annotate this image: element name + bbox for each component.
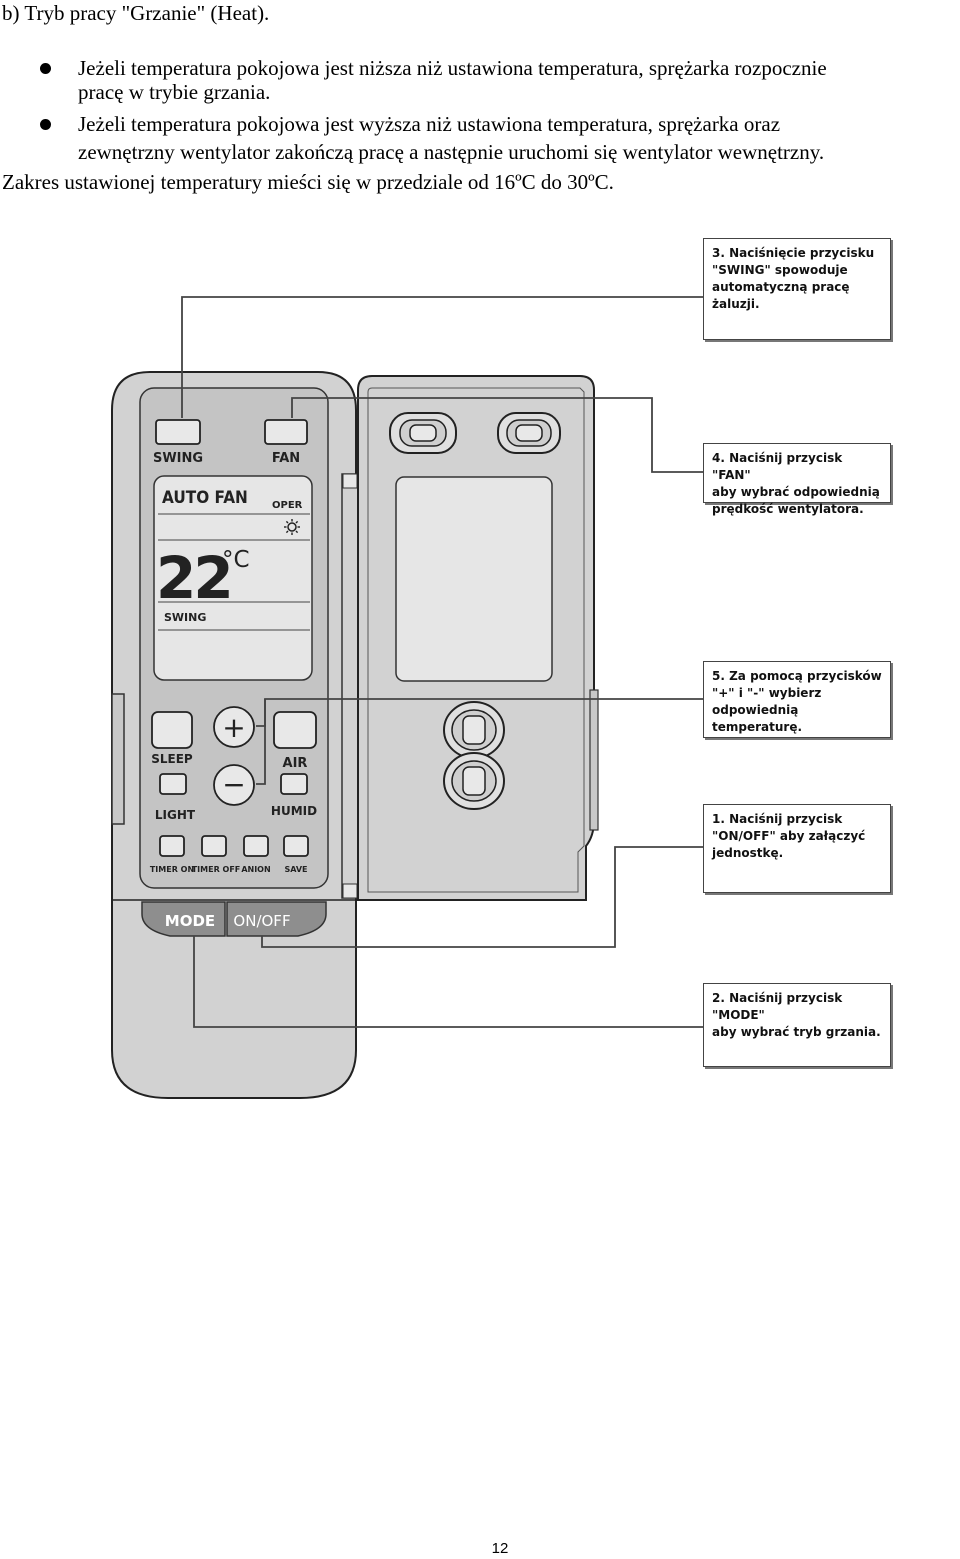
minus-button[interactable] [213,764,255,806]
lcd-temperature: 22 [156,544,231,612]
bullet-icon [40,63,51,74]
fan-leader-line [291,397,703,473]
anion-button[interactable] [243,835,269,857]
anion-button-label: ANION [241,865,270,874]
lcd-swing-indicator: SWING [164,611,206,624]
light-button-label: LIGHT [155,808,196,822]
bullet-item: Jeżeli temperatura pokojowa jest niższa … [78,54,827,107]
mode-callout: 2. Naciśnij przycisk "MODE" aby wybrać t… [703,983,891,1067]
temperature-leader-line [256,699,266,785]
on-off-callout: 1. Naciśnij przycisk "ON/OFF" aby załącz… [703,804,891,893]
timer-on-button-label: TIMER ON [150,865,194,874]
section-heading: b) Tryb pracy "Grzanie" (Heat). [2,1,270,25]
page-number: 12 [491,1540,509,1557]
lcd-screen [153,475,313,681]
minus-button-label: − [222,768,245,801]
sleep-button[interactable] [151,711,193,749]
swing-leader-line [181,296,703,418]
temperature-callout: 5. Za pomocą przycisków "+" i "-" wybier… [703,661,891,738]
plus-button-label: + [222,711,245,744]
on-off-button[interactable] [226,901,327,937]
bullet-line: pracę w trybie grzania. [78,80,271,104]
on-off-button-label: ON/OFF [233,912,290,930]
bullet-line: Jeżeli temperatura pokojowa jest niższa … [78,56,827,80]
lcd-fan-mode: AUTO FAN [162,487,248,507]
cover-pad-icon [443,752,505,810]
bullet-icon [40,119,51,130]
bullet-item: Jeżeli temperatura pokojowa jest wyższa … [78,110,824,167]
air-button-label: AIR [283,756,308,771]
air-button[interactable] [273,711,317,749]
bullet-line: Jeżeli temperatura pokojowa jest wyższa … [78,112,781,136]
cover-pad-icon [443,701,505,759]
sun-icon [284,519,300,535]
fan-button-label: FAN [272,451,300,466]
timer-off-button-label: TIMER OFF [192,865,241,874]
timer-off-button[interactable] [201,835,227,857]
timer-on-button[interactable] [159,835,185,857]
mode-button[interactable] [141,901,226,937]
lcd-temperature-unit: °C [222,547,250,573]
swing-button-label: SWING [153,451,203,466]
mode-button-label: MODE [165,912,215,930]
save-button[interactable] [283,835,309,857]
swing-callout: 3. Naciśnięcie przycisku "SWING" spowodu… [703,238,891,340]
fan-button[interactable] [264,419,308,445]
save-button-label: SAVE [284,865,307,874]
bullet-line: zewnętrzny wentylator zakończą pracę a n… [78,140,825,164]
cover-window [395,476,553,682]
humid-button[interactable] [280,773,308,795]
remote-side-tab [111,693,125,825]
temperature-range-note: Zakres ustawionej temperatury mieści się… [2,170,614,194]
cover-pad-icon [389,412,457,454]
plus-button[interactable] [213,706,255,748]
fan-callout: 4. Naciśnij przycisk "FAN" aby wybrać od… [703,443,891,516]
lcd-oper-label: OPER [272,500,303,511]
sleep-button-label: SLEEP [151,752,193,766]
light-button[interactable] [159,773,187,795]
mode-leader-line [193,936,703,1028]
swing-button[interactable] [155,419,201,445]
humid-button-label: HUMID [271,804,317,818]
on-off-leader-line [261,846,703,948]
cover-hinge [341,473,359,899]
cover-pad-icon [497,412,561,454]
